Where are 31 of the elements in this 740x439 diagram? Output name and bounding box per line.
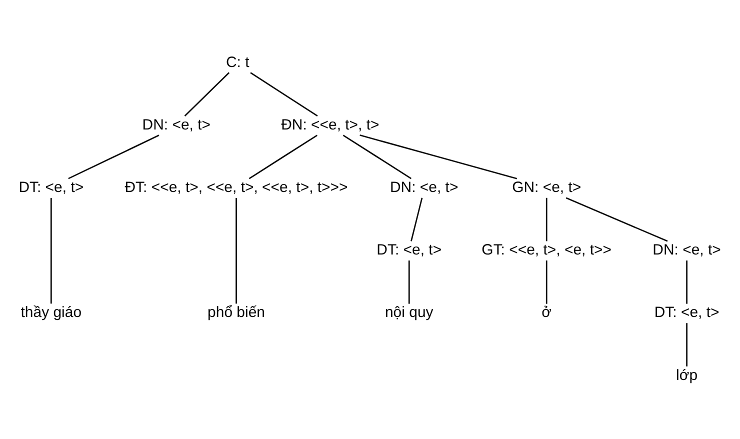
node-text: nội quy xyxy=(384,304,434,322)
node-text: GN: <e, t> xyxy=(512,179,582,196)
node-text: DN: <e, t> xyxy=(142,116,210,134)
node-text: DT: <e, t> xyxy=(654,304,720,322)
node-text: ĐN: <<e, t>, t> xyxy=(281,116,380,134)
node-text: GT: <<e, t>, <e, t>> xyxy=(482,242,612,259)
connector xyxy=(408,260,410,304)
node-text: ở xyxy=(542,304,552,322)
connector xyxy=(184,72,230,116)
connector xyxy=(410,198,423,242)
connector xyxy=(248,134,318,180)
node-text: DT: <e, t> xyxy=(376,242,442,259)
node-text: C: t xyxy=(226,54,250,71)
connector xyxy=(686,323,688,366)
connector xyxy=(50,198,52,304)
node-text: ĐT: <<e, t>, <<e, t>, <<e, t>, t>>> xyxy=(124,179,348,196)
connector xyxy=(546,198,548,242)
node-text: DN: <e, t> xyxy=(652,242,721,259)
node-text: thầy giáo xyxy=(20,304,82,322)
connector xyxy=(546,260,548,304)
connector xyxy=(566,197,668,242)
node-text: DN: <e, t> xyxy=(390,179,458,196)
node-text: lớp xyxy=(676,366,698,384)
connector xyxy=(236,198,237,304)
connector xyxy=(342,134,412,180)
node-text: phổ biến xyxy=(208,304,265,322)
connector xyxy=(360,134,518,180)
node-text: DT: <e, t> xyxy=(18,179,84,196)
connector xyxy=(250,72,318,117)
connector xyxy=(686,260,688,304)
connector xyxy=(68,134,160,180)
